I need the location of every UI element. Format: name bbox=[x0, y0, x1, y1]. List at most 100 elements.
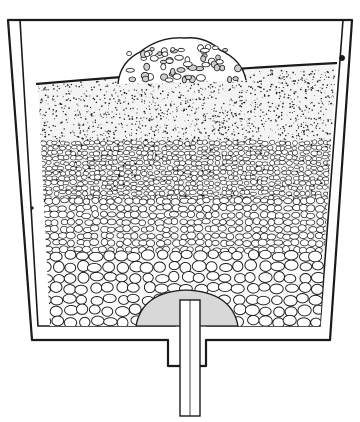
gravel-stone bbox=[130, 182, 137, 185]
sand-grain bbox=[292, 101, 293, 102]
gravel-stone bbox=[250, 180, 257, 185]
sand-grain bbox=[79, 124, 81, 126]
sand-grain bbox=[33, 138, 34, 139]
sand-grain bbox=[149, 118, 150, 119]
sand-grain bbox=[214, 115, 215, 116]
sand-grain bbox=[308, 112, 309, 113]
sand-grain bbox=[312, 71, 313, 72]
sand-grain bbox=[56, 110, 58, 112]
sand-grain bbox=[66, 119, 67, 120]
sand-grain bbox=[287, 115, 288, 116]
gravel-stone bbox=[175, 190, 180, 195]
sand-grain bbox=[267, 75, 268, 76]
sand-grain bbox=[258, 138, 259, 139]
sand-grain bbox=[37, 77, 38, 78]
sand-grain bbox=[100, 89, 102, 91]
gravel-stone bbox=[284, 274, 296, 282]
sand-grain bbox=[83, 87, 84, 88]
sand-grain bbox=[281, 114, 283, 116]
gravel-stone bbox=[100, 199, 107, 205]
gravel-stone bbox=[117, 241, 124, 247]
sand-grain bbox=[36, 145, 38, 147]
sand-grain bbox=[295, 74, 296, 75]
sand-grain bbox=[214, 108, 215, 109]
gravel-stone bbox=[270, 140, 275, 144]
sand-grain bbox=[212, 125, 213, 126]
gravel-stone bbox=[203, 205, 211, 212]
sand-grain bbox=[63, 72, 65, 74]
gravel-stone bbox=[295, 166, 300, 169]
heap-stone bbox=[173, 74, 181, 80]
sand-grain bbox=[90, 107, 91, 108]
gravel-stone bbox=[65, 151, 71, 155]
sand-grain bbox=[229, 88, 231, 90]
heap-stone bbox=[178, 48, 184, 51]
sand-grain bbox=[221, 107, 222, 108]
gravel-stone bbox=[122, 220, 130, 226]
sand-grain bbox=[257, 104, 258, 105]
sand-grain bbox=[210, 118, 211, 119]
sand-grain bbox=[114, 73, 116, 75]
sand-grain bbox=[42, 100, 43, 101]
sand-grain bbox=[296, 130, 297, 131]
gravel-stone bbox=[100, 141, 105, 146]
sand-grain bbox=[120, 90, 122, 92]
sand-grain bbox=[260, 109, 261, 110]
sand-grain bbox=[77, 71, 78, 72]
gravel-stone bbox=[35, 233, 43, 240]
gravel-stone bbox=[143, 186, 148, 190]
sand-grain bbox=[318, 113, 319, 114]
sand-grain bbox=[250, 104, 251, 105]
sand-grain bbox=[261, 120, 262, 121]
sand-grain bbox=[236, 115, 237, 116]
sand-grain bbox=[30, 139, 31, 140]
sand-grain bbox=[49, 74, 51, 76]
gravel-stone bbox=[220, 219, 227, 224]
gravel-stone bbox=[38, 252, 51, 260]
gravel-stone bbox=[154, 186, 160, 190]
sand-grain bbox=[281, 112, 282, 113]
gravel-stone bbox=[45, 172, 52, 176]
sand-grain bbox=[60, 122, 62, 124]
sand-grain bbox=[81, 96, 82, 97]
sand-grain bbox=[281, 119, 282, 120]
gravel-stone bbox=[37, 220, 44, 226]
sand-grain bbox=[92, 70, 94, 72]
sand-grain bbox=[280, 101, 281, 102]
sand-grain bbox=[310, 118, 311, 119]
sand-grain bbox=[131, 133, 132, 134]
sand-grain bbox=[132, 97, 134, 99]
gravel-stone bbox=[171, 233, 178, 239]
sand-grain bbox=[138, 127, 139, 128]
sand-grain bbox=[226, 115, 227, 116]
sand-grain bbox=[167, 114, 168, 115]
gravel-stone bbox=[226, 160, 232, 164]
gravel-stone bbox=[324, 273, 338, 282]
sand-grain bbox=[311, 131, 312, 132]
sand-grain bbox=[56, 73, 57, 74]
gravel-stone bbox=[306, 197, 315, 204]
gravel-stone bbox=[306, 220, 315, 225]
sand-grain bbox=[103, 138, 105, 140]
gravel-stone bbox=[305, 156, 311, 161]
gravel-stone bbox=[64, 285, 76, 295]
gravel-stone bbox=[129, 152, 134, 156]
sand-grain bbox=[270, 106, 271, 107]
sand-grain bbox=[292, 106, 293, 107]
sand-grain bbox=[333, 130, 334, 131]
gravel-stone bbox=[100, 218, 107, 224]
sand-grain bbox=[236, 101, 237, 102]
gravel-stone bbox=[306, 213, 314, 218]
gravel-stone bbox=[312, 284, 324, 294]
sand-grain bbox=[36, 86, 37, 87]
sand-grain bbox=[250, 77, 252, 79]
sand-grain bbox=[195, 112, 196, 113]
sand-grain bbox=[163, 99, 164, 100]
gravel-stone bbox=[132, 226, 140, 231]
gravel-stone bbox=[316, 157, 321, 161]
sand-grain bbox=[79, 86, 81, 88]
sand-grain bbox=[138, 84, 139, 85]
sand-grain bbox=[186, 109, 187, 110]
sand-grain bbox=[223, 124, 224, 125]
gravel-stone bbox=[234, 152, 239, 156]
